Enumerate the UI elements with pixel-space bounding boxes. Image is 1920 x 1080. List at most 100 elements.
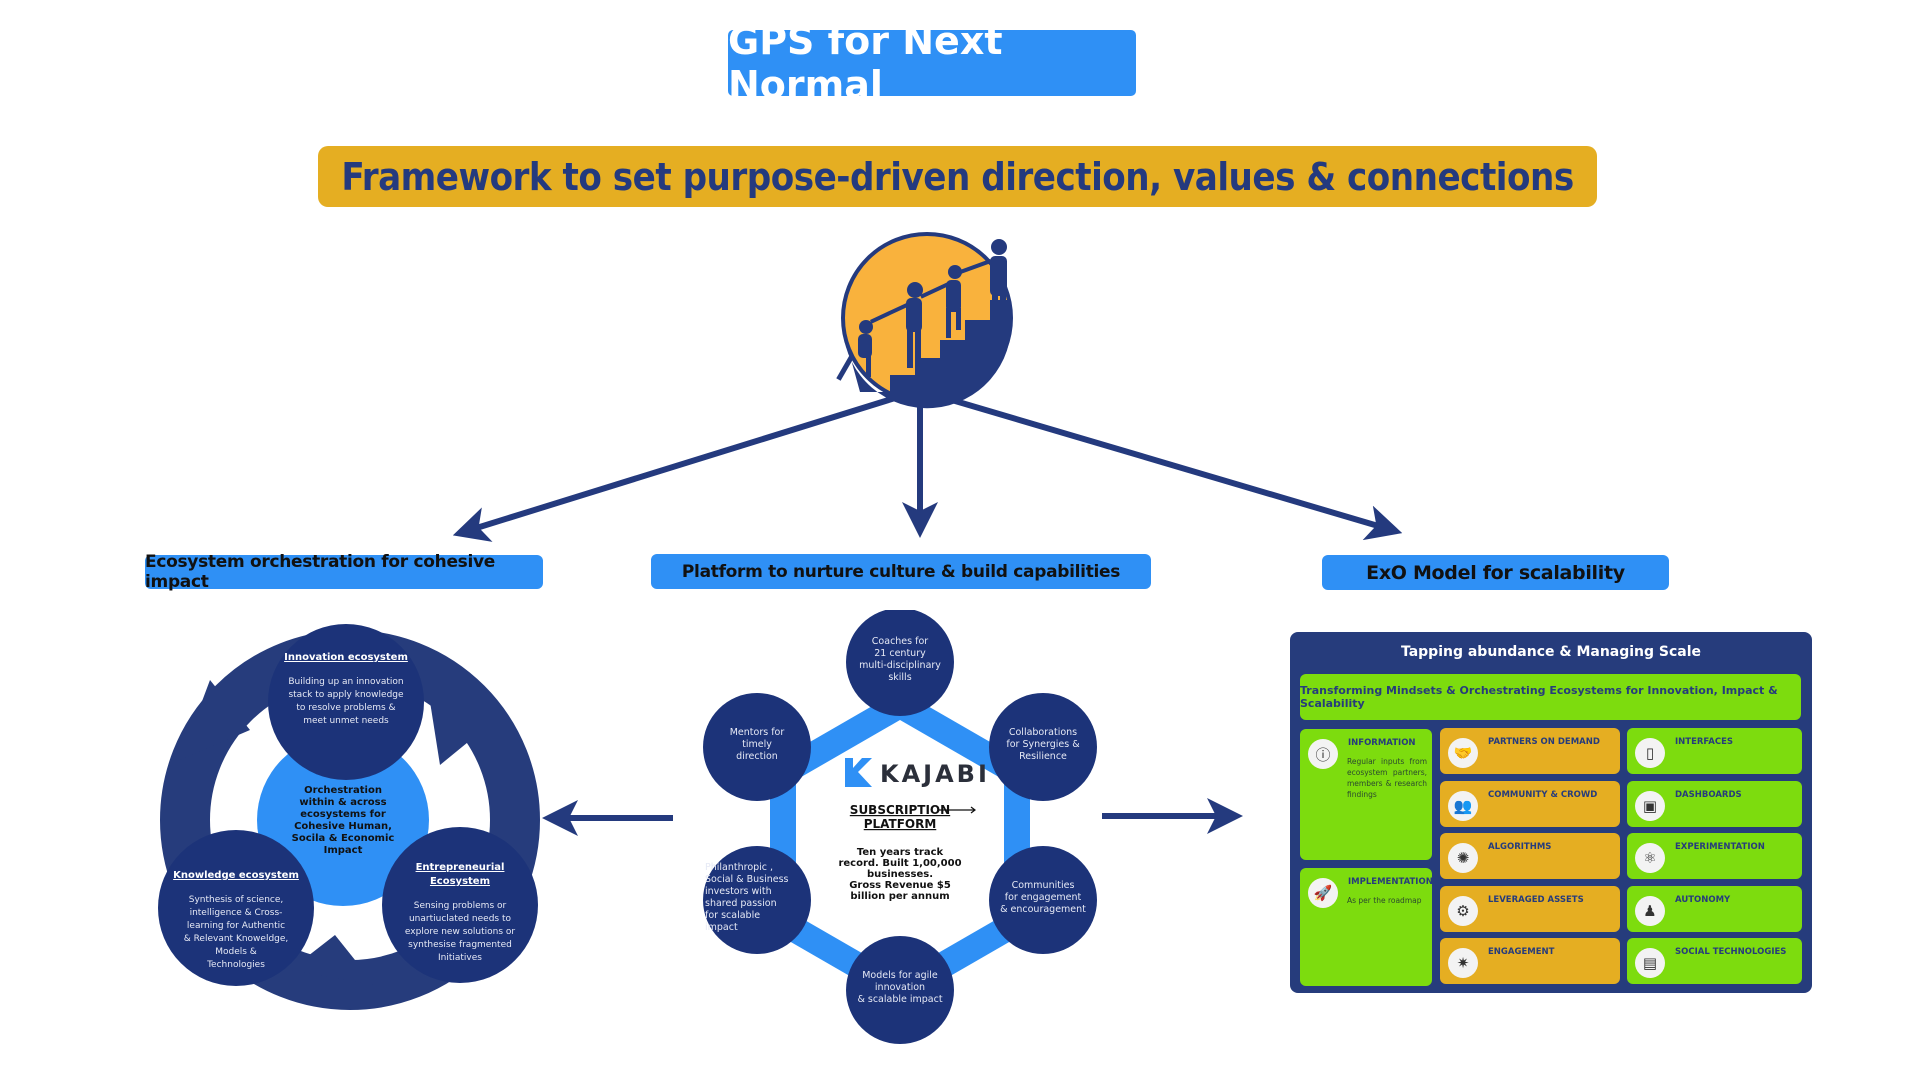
exo-card-label: IMPLEMENTATION bbox=[1348, 877, 1433, 887]
orchestration-text-line: ecosystems for bbox=[300, 809, 386, 820]
ecosystem-node-desc: unartiuclated needs to bbox=[409, 914, 512, 924]
orchestration-center bbox=[257, 734, 429, 906]
ecosystem-node-desc: Sensing problems or bbox=[414, 901, 507, 911]
platform-node bbox=[703, 846, 811, 954]
section-label-platform: Platform to nurture culture & build capa… bbox=[651, 554, 1151, 589]
monitor-chart-icon: ▣ bbox=[1635, 790, 1665, 821]
exo-panel: Tapping abundance & Managing Scale Trans… bbox=[1290, 632, 1812, 993]
ecosystem-node-desc: learning for Authentic bbox=[187, 921, 285, 931]
ecosystem-node-desc: & Relevant Knoweldge, bbox=[184, 934, 289, 944]
exo-card-leveraged-assets: ⚙LEVERAGED ASSETS bbox=[1440, 885, 1620, 932]
platform-node-text: multi-disciplinary bbox=[859, 660, 941, 671]
exo-card-desc: As per the roadmap bbox=[1347, 896, 1422, 905]
exo-card-experimentation: ⚛ EXPERIMENTATION bbox=[1627, 833, 1802, 879]
node-innovation-ecosystem bbox=[268, 624, 424, 780]
kajabi-brand: KAJABI bbox=[880, 760, 990, 788]
subscription-arrow-icon bbox=[938, 806, 976, 814]
platform-node-text: Collaborations bbox=[1009, 727, 1077, 738]
touch-screen-icon: ▯ bbox=[1635, 738, 1665, 768]
section-label-ecosystem: Ecosystem orchestration for cohesive imp… bbox=[145, 552, 543, 592]
platform-node-text: for scalable bbox=[705, 910, 760, 921]
exo-card-label: ENGAGEMENT bbox=[1488, 947, 1555, 957]
platform-node-text: Mentors for bbox=[730, 727, 785, 738]
exo-card-label: INFORMATION bbox=[1348, 738, 1416, 748]
exo-card-label: AUTONOMY bbox=[1675, 894, 1731, 905]
ecosystem-node-title: Knowledge ecosystem bbox=[173, 870, 299, 881]
exo-card-label: INTERFACES bbox=[1675, 737, 1734, 747]
ecosystem-node-desc: explore new solutions or bbox=[405, 927, 515, 937]
platform-node-text: direction bbox=[736, 751, 778, 762]
platform-stats-line: record. Built 1,00,000 bbox=[838, 858, 961, 869]
assets-hand-icon: ⚙ bbox=[1448, 895, 1478, 926]
ecosystem-node-desc: stack to apply knowledge bbox=[288, 690, 404, 700]
kajabi-k-icon bbox=[845, 758, 872, 787]
handshake-icon: 🤝 bbox=[1448, 738, 1478, 768]
platform-node-text: Models for agile bbox=[862, 970, 938, 981]
platform-node bbox=[989, 693, 1097, 801]
ecosystem-node-desc: Building up an innovation bbox=[288, 677, 403, 687]
exo-card-label: EXPERIMENTATION bbox=[1675, 842, 1765, 852]
rocket-icon: 🚀 bbox=[1308, 878, 1338, 908]
platform-node-text: timely bbox=[742, 739, 772, 750]
exo-card-information: ⓘ INFORMATION Regular inputs from ecosyste… bbox=[1300, 729, 1432, 860]
ecosystem-node-desc: intelligence & Cross- bbox=[190, 908, 283, 918]
platform-node-text: Social & Business bbox=[705, 874, 789, 885]
ecosystem-node-title: Ecosystem bbox=[430, 876, 490, 887]
platform-stats-line: billion per annum bbox=[850, 891, 949, 902]
platform-node-text: Communities bbox=[1012, 880, 1075, 891]
info-icon: ⓘ bbox=[1308, 739, 1338, 769]
exo-card-label: DASHBOARDS bbox=[1675, 789, 1742, 800]
node-entrepreneurial-ecosystem bbox=[382, 827, 538, 983]
platform-stats-line: Ten years track bbox=[857, 847, 944, 858]
kajabi-logo: KAJABI bbox=[845, 758, 990, 788]
exo-card-interfaces: ▯ INTERFACES bbox=[1627, 728, 1802, 774]
people-climbing-logo bbox=[836, 232, 1013, 409]
platform-node-text: Coaches for bbox=[872, 636, 928, 647]
ecosystem-node-desc: Models & bbox=[215, 947, 257, 957]
platform-node-text: impact bbox=[705, 922, 738, 933]
exo-card-engagement: ✷ ENGAGEMENT bbox=[1440, 938, 1620, 984]
network-icon: ✺ bbox=[1448, 843, 1478, 873]
orchestration-text-line: Cohesive Human, bbox=[294, 821, 392, 832]
platform-node-text: for Synergies & bbox=[1006, 739, 1080, 750]
ecosystem-node-title: Innovation ecosystem bbox=[284, 652, 408, 663]
ecosystem-node-desc: Initiatives bbox=[438, 953, 482, 963]
platform-node-text: shared passion bbox=[705, 898, 777, 909]
arrow-to-right bbox=[944, 395, 1403, 541]
platform-node-text: for engagement bbox=[1005, 892, 1082, 903]
ecosystem-node-desc: meet unmet needs bbox=[303, 716, 389, 726]
platform-node bbox=[846, 610, 954, 716]
platform-node-text: & encouragement bbox=[1000, 904, 1086, 915]
brain-gear-icon: ⚛ bbox=[1635, 843, 1665, 873]
platform-stats-line: businesses. bbox=[867, 869, 933, 880]
exo-card-autonomy: ♟AUTONOMY bbox=[1627, 885, 1802, 932]
platform-node bbox=[846, 936, 954, 1044]
framework-banner: Framework to set purpose-driven directio… bbox=[318, 146, 1597, 207]
ecosystem-node-desc: synthesise fragmented bbox=[408, 940, 512, 950]
chat-screens-icon: ▤ bbox=[1635, 948, 1665, 978]
exo-card-community-crowd: 👥COMMUNITY & CROWD bbox=[1440, 780, 1620, 827]
engagement-hub-icon: ✷ bbox=[1448, 948, 1478, 978]
exo-card-label: PARTNERS ON DEMAND bbox=[1488, 737, 1600, 747]
exo-card-partners-on-demand: 🤝 PARTNERS ON DEMAND bbox=[1440, 728, 1620, 774]
exo-card-desc: Regular inputs from ecosystem partners, … bbox=[1347, 757, 1427, 799]
orchestration-text-line: within & across bbox=[299, 797, 386, 808]
exo-subtitle: Transforming Mindsets & Orchestrating Ec… bbox=[1300, 674, 1801, 720]
exo-card-label: ALGORITHMS bbox=[1488, 842, 1552, 852]
orchestration-text-line: Orchestration bbox=[304, 785, 382, 796]
ecosystem-node-desc: Synthesis of science, bbox=[189, 895, 284, 905]
exo-card-implementation: 🚀 IMPLEMENTATION As per the roadmap bbox=[1300, 868, 1433, 986]
platform-node bbox=[989, 846, 1097, 954]
platform-node-text: 21 century bbox=[874, 648, 926, 659]
orchestration-text-line: Socila & Economic bbox=[292, 833, 395, 844]
exo-card-algorithms: ✺ ALGORITHMS bbox=[1440, 833, 1620, 879]
exo-card-label: SOCIAL TECHNOLOGIES bbox=[1675, 947, 1787, 957]
exo-card-label: COMMUNITY & CROWD bbox=[1488, 789, 1598, 800]
arrow-to-left bbox=[452, 395, 896, 542]
exo-card-dashboards: ▣ DASHBOARDS bbox=[1627, 780, 1802, 827]
platform-node-text: innovation bbox=[875, 982, 925, 993]
platform-stats-line: Gross Revenue $5 bbox=[849, 880, 951, 891]
